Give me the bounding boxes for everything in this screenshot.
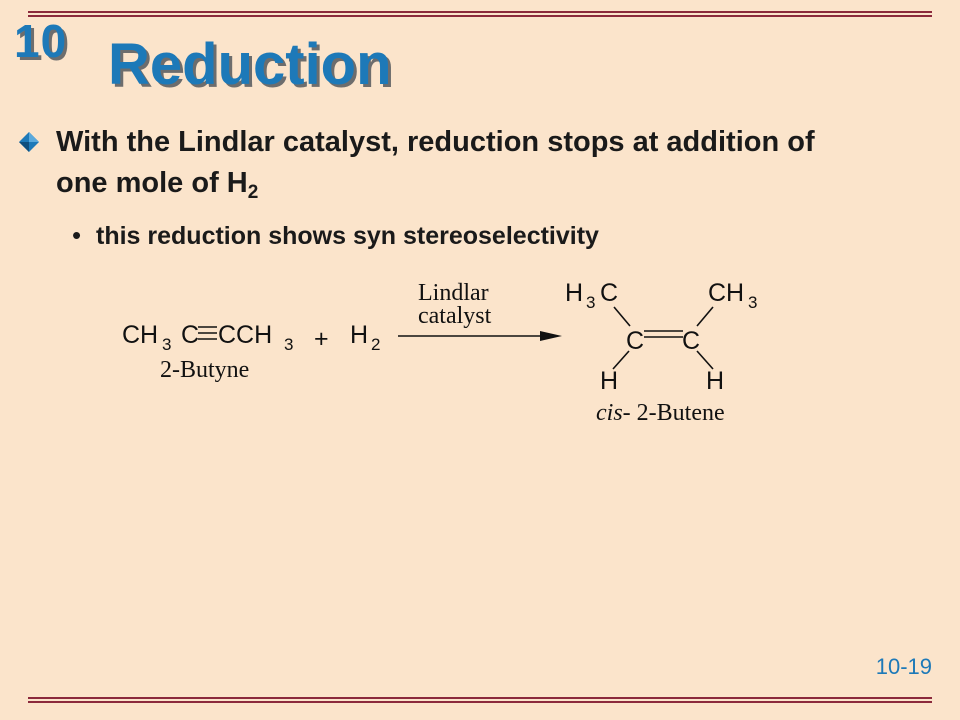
- catalyst-line-1: Lindlar: [418, 280, 489, 306]
- product-name-prefix: cis-: [596, 400, 631, 426]
- product-name-rest: 2-Butene: [631, 400, 725, 426]
- bullet-text-main: With the Lindlar catalyst, reduction sto…: [56, 126, 815, 199]
- product-h-left: H: [600, 367, 618, 395]
- bullet-text: With the Lindlar catalyst, reduction sto…: [56, 122, 856, 204]
- reactant-ch: CH: [122, 321, 158, 349]
- triple-bond: [198, 326, 217, 340]
- slide-title: Reduction: [108, 32, 392, 97]
- product-bonds: [612, 306, 714, 370]
- reactant-sub-2: 3: [284, 335, 293, 354]
- sub-bullet-marker: •: [72, 220, 82, 250]
- bullet-text-subscript: 2: [247, 182, 259, 203]
- plus-sign: +: [314, 325, 329, 353]
- product-left-methyl-h: H: [565, 279, 583, 307]
- reactant-c2: CCH: [218, 321, 272, 349]
- bottom-rule: [28, 697, 932, 704]
- product-left-methyl-sub: 3: [586, 293, 595, 312]
- product-c-left: C: [626, 327, 644, 355]
- reaction-arrow-icon: [398, 331, 562, 341]
- product-name: cis- 2-Butene: [596, 400, 725, 426]
- product-h-right: H: [706, 367, 724, 395]
- product-right-methyl-sub: 3: [748, 293, 757, 312]
- reactant-name: 2-Butyne: [160, 357, 249, 383]
- catalyst-line-2: catalyst: [418, 303, 492, 329]
- sub-bullet-text: this reduction shows syn stereoselectivi…: [96, 222, 599, 250]
- product-right-methyl-ch: CH: [708, 279, 744, 307]
- reagent-h: H: [350, 321, 368, 349]
- product-left-methyl-c: C: [600, 279, 618, 307]
- reagent-sub: 2: [371, 335, 380, 354]
- reactant-sub-1: 3: [162, 335, 171, 354]
- diamond-bullet-icon: [19, 132, 39, 152]
- top-rule: [28, 11, 932, 18]
- product-c-right: C: [682, 327, 700, 355]
- slide-number: 10-19: [875, 654, 932, 679]
- chapter-number: 10: [14, 15, 68, 67]
- reactant-c1: C: [181, 321, 199, 349]
